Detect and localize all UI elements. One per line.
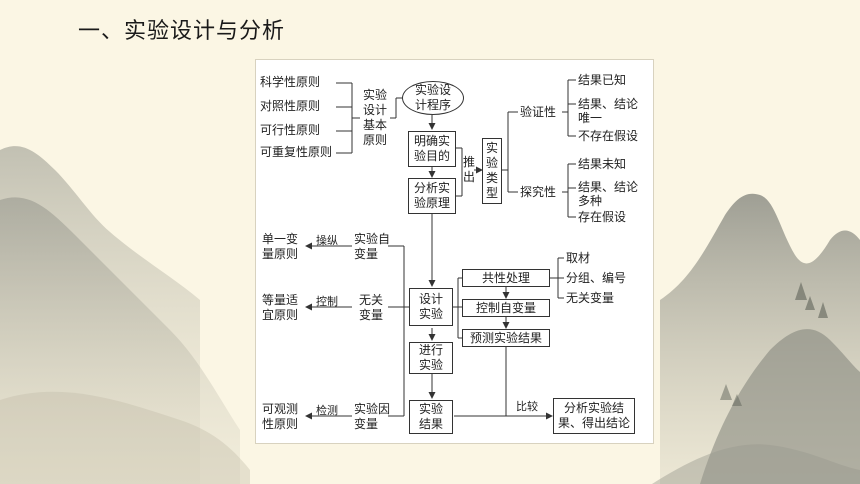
explore-label: 探究性 (520, 185, 557, 199)
verify-label: 验证性 (520, 105, 557, 119)
variable-action-detect: 检测 (316, 404, 338, 417)
basic-principles-label: 实验 设计 基本 原则 (362, 88, 387, 147)
principle-feasible: 可行性原则 (260, 123, 321, 137)
design-program-ellipse: 实验设计程序 (402, 81, 464, 115)
analyze-principle-box: 分析实验原理 (408, 178, 456, 214)
principle-repeatable: 可重复性原则 (260, 145, 333, 159)
principle-control: 对照性原则 (260, 99, 321, 113)
step-control-variable: 控制自变量 (462, 299, 550, 317)
verify-item-known: 结果已知 (578, 73, 627, 87)
analyze-conclusion-box: 分析实验结果、得出结论 (553, 398, 635, 434)
principle-scientific: 科学性原则 (260, 75, 321, 89)
run-experiment-box: 进行实验 (409, 342, 453, 374)
explore-item-unknown: 结果未知 (578, 157, 627, 171)
infer-label: 推 出 (463, 155, 476, 184)
verify-item-result: 结果、结论 (578, 97, 639, 111)
design-experiment-box: 设计实验 (409, 288, 453, 326)
clarify-purpose-box: 明确实验目的 (408, 131, 456, 167)
common-item-irrelevant: 无关变量 (566, 291, 615, 305)
explore-item-result: 结果、结论 (578, 180, 639, 194)
variable-principle-observable: 可观测性原则 (262, 402, 299, 431)
explore-item-hyp: 存在假设 (578, 210, 627, 224)
connector-lines (305, 79, 576, 420)
experiment-result-box: 实验结果 (409, 400, 453, 434)
experiment-design-flowchart: 科学性原则 对照性原则 可行性原则 可重复性原则 实验 设计 基本 原则 实验设… (255, 59, 654, 444)
common-item-material: 取材 (566, 251, 591, 265)
slide-title: 一、实验设计与分析 (78, 19, 286, 44)
experiment-type-box: 实验 类型 (482, 138, 502, 204)
verify-item-unique: 唯一 (578, 111, 603, 125)
variable-dependent: 实验因变量 (354, 402, 391, 431)
step-predict-result: 预测实验结果 (462, 329, 550, 347)
variable-action-manipulate: 操纵 (316, 234, 338, 247)
step-common-treatment: 共性处理 (462, 269, 550, 287)
explore-item-multiple: 多种 (578, 194, 603, 208)
compare-label: 比较 (516, 400, 538, 413)
variable-action-control: 控制 (316, 295, 338, 308)
common-item-group: 分组、编号 (566, 271, 627, 285)
variable-principle-single: 单一变量原则 (262, 232, 299, 261)
variable-independent: 实验自变量 (354, 232, 391, 261)
variable-irrelevant: 无关变量 (358, 293, 383, 322)
variable-principle-equal: 等量适宜原则 (262, 293, 299, 322)
verify-item-nohyp: 不存在假设 (578, 129, 639, 143)
